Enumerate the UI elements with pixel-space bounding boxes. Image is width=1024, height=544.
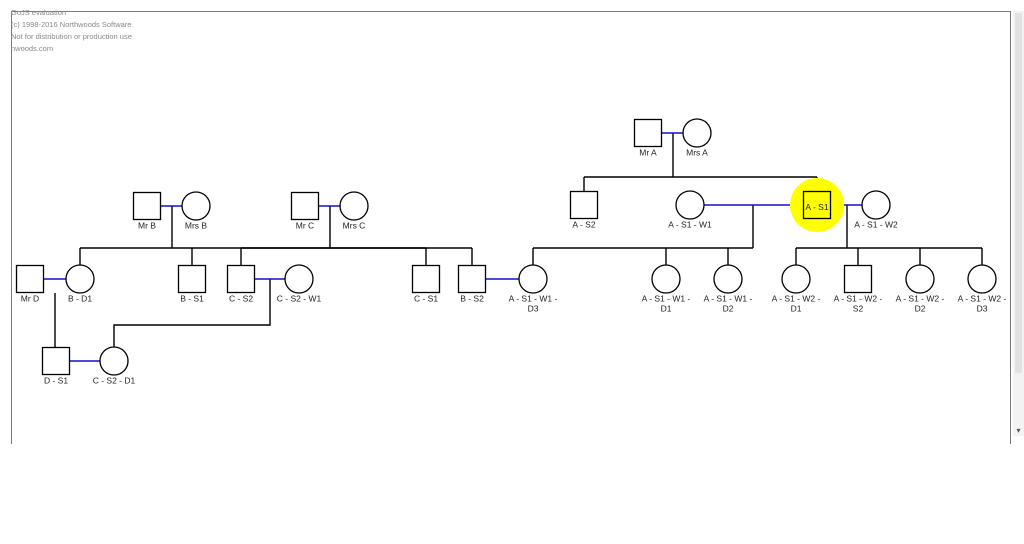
male-square-icon (843, 264, 873, 294)
female-circle-icon (284, 264, 314, 294)
person-label: A - S1 - W2 -D3 (958, 294, 1007, 314)
male-square-icon (633, 118, 663, 148)
person-label: A - S1 - W1 -D3 (509, 294, 558, 314)
female-circle-icon (967, 264, 997, 294)
watermark-line: Not for distribution or production use (11, 32, 132, 41)
person-node-d-s1[interactable]: D - S1 (41, 346, 71, 386)
female-circle-icon (713, 264, 743, 294)
female-circle-icon (905, 264, 935, 294)
person-label: B - S1 (180, 294, 204, 304)
male-square-icon (802, 190, 832, 220)
person-node-mrs-c[interactable]: Mrs C (339, 191, 369, 231)
genogram-diagram[interactable]: Mr A Mrs A A - S2 A - S1 - W1 A - S1 A - S1 -… (12, 12, 1010, 444)
person-node-a-s1[interactable]: A - S1 (790, 178, 844, 232)
parent-child-link (113, 279, 271, 347)
person-node-mr-c[interactable]: Mr C (290, 191, 320, 231)
person-label: B - S2 (460, 294, 484, 304)
person-label: Mrs C (343, 221, 366, 231)
watermark-line: (c) 1998-2016 Northwoods Software (11, 20, 132, 29)
person-label: A - S1 - W1 -D2 (704, 294, 753, 314)
person-node-c-s2-w1[interactable]: C - S2 - W1 (277, 264, 322, 304)
female-circle-icon (65, 264, 95, 294)
person-label: B - D1 (68, 294, 92, 304)
person-label: Mr C (296, 221, 314, 231)
person-node-a-s1-w2-d3[interactable]: A - S1 - W2 -D3 (958, 264, 1007, 314)
person-node-a-s1-w1-d3[interactable]: A - S1 - W1 -D3 (509, 264, 558, 314)
evaluation-watermark: GoJS evaluation (c) 1998-2016 Northwoods… (11, 7, 132, 55)
person-label: D - S1 (44, 376, 68, 386)
links-layer (44, 132, 983, 362)
person-node-a-s1-w2-s2[interactable]: A - S1 - W2 -S2 (834, 264, 883, 314)
watermark-line: nwoods.com (11, 44, 54, 53)
person-label: A - S1 - W1 -D1 (642, 294, 691, 314)
person-label: Mr D (21, 294, 39, 304)
person-node-a-s1-w1-d1[interactable]: A - S1 - W1 -D1 (642, 264, 691, 314)
male-square-icon (569, 190, 599, 220)
male-square-icon (41, 346, 71, 376)
person-label: A - S1 - W1 (668, 220, 712, 230)
female-circle-icon (339, 191, 369, 221)
male-square-icon (15, 264, 45, 294)
person-node-b-s2[interactable]: B - S2 (457, 264, 487, 304)
person-node-c-s1[interactable]: C - S1 (411, 264, 441, 304)
person-node-a-s1-w2-d1[interactable]: A - S1 - W2 -D1 (772, 264, 821, 314)
person-label: Mr B (138, 221, 156, 231)
male-square-icon (290, 191, 320, 221)
person-label: A - S1 (805, 202, 828, 212)
person-node-a-s1-w1-d2[interactable]: A - S1 - W1 -D2 (704, 264, 753, 314)
scroll-down-arrow-icon[interactable]: ▾ (1016, 426, 1021, 435)
female-circle-icon (675, 190, 705, 220)
scrollbar-thumb[interactable] (1015, 13, 1022, 373)
person-node-mr-a[interactable]: Mr A (633, 118, 663, 158)
person-label: Mrs B (185, 221, 208, 231)
person-node-mr-b[interactable]: Mr B (132, 191, 162, 231)
male-square-icon (457, 264, 487, 294)
person-node-mrs-a[interactable]: Mrs A (682, 118, 712, 158)
person-node-a-s1-w1[interactable]: A - S1 - W1 (668, 190, 712, 230)
female-circle-icon (99, 346, 129, 376)
person-label: A - S1 - W2 -D1 (772, 294, 821, 314)
watermark-line: GoJS evaluation (11, 8, 67, 17)
nodes-layer: Mr A Mrs A A - S2 A - S1 - W1 A - S1 A - S1 -… (15, 118, 1007, 386)
person-label: C - S2 (229, 294, 253, 304)
person-label: A - S2 (572, 220, 595, 230)
person-label: Mr A (639, 148, 657, 158)
person-label: C - S2 - D1 (93, 376, 136, 386)
person-label: Mrs A (686, 148, 708, 158)
female-circle-icon (781, 264, 811, 294)
person-node-b-d1[interactable]: B - D1 (65, 264, 95, 304)
person-label: A - S1 - W2 -D2 (896, 294, 945, 314)
person-label: C - S1 (414, 294, 438, 304)
person-node-mr-d[interactable]: Mr D (15, 264, 45, 304)
vertical-scrollbar[interactable]: ▾ (1013, 11, 1024, 436)
diagram-canvas[interactable]: Mr A Mrs A A - S2 A - S1 - W1 A - S1 A - S1 -… (11, 11, 1011, 444)
person-node-c-s2[interactable]: C - S2 (226, 264, 256, 304)
female-circle-icon (861, 190, 891, 220)
male-square-icon (411, 264, 441, 294)
male-square-icon (132, 191, 162, 221)
female-circle-icon (181, 191, 211, 221)
male-square-icon (177, 264, 207, 294)
person-node-b-s1[interactable]: B - S1 (177, 264, 207, 304)
male-square-icon (226, 264, 256, 294)
female-circle-icon (518, 264, 548, 294)
person-label: C - S2 - W1 (277, 294, 322, 304)
female-circle-icon (651, 264, 681, 294)
person-label: A - S1 - W2 (854, 220, 898, 230)
female-circle-icon (682, 118, 712, 148)
person-node-a-s2[interactable]: A - S2 (569, 190, 599, 230)
person-node-a-s1-w2[interactable]: A - S1 - W2 (854, 190, 898, 230)
person-node-a-s1-w2-d2[interactable]: A - S1 - W2 -D2 (896, 264, 945, 314)
person-node-mrs-b[interactable]: Mrs B (181, 191, 211, 231)
person-label: A - S1 - W2 -S2 (834, 294, 883, 314)
person-node-c-s2-d1[interactable]: C - S2 - D1 (93, 346, 136, 386)
